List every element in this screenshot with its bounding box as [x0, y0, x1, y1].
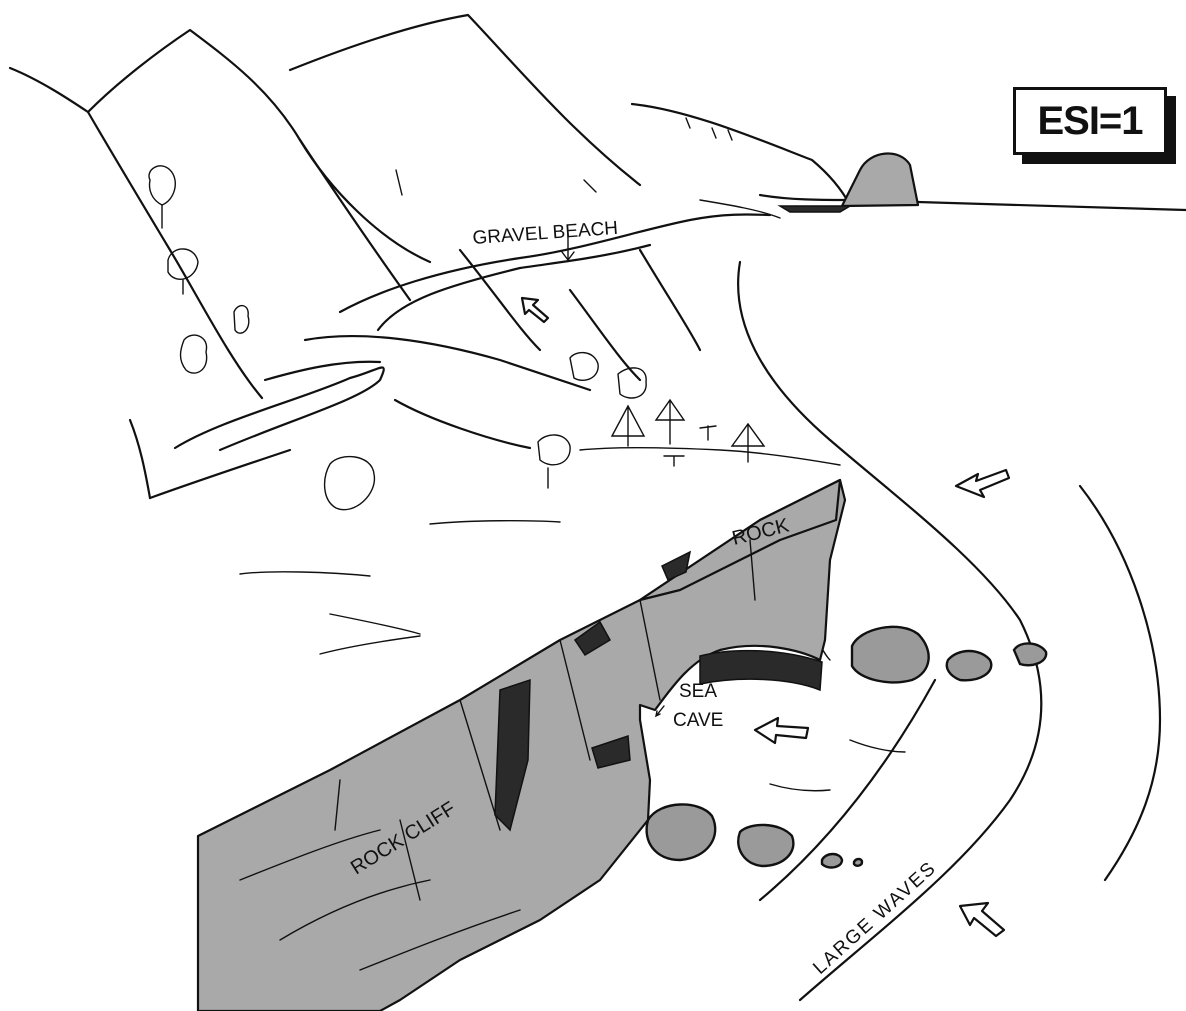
wave-arrow-3 [958, 901, 1006, 938]
campground [610, 398, 766, 467]
label-large-waves: LARGE WAVES [809, 857, 941, 978]
label-sea: SEA [679, 681, 717, 702]
boulders [645, 625, 1048, 869]
label-gravel-beach: GRAVEL BEACH [472, 218, 619, 249]
wave-arrow-1 [954, 468, 1011, 499]
wave-arrow-4 [520, 296, 550, 324]
roads-terraces [128, 213, 841, 655]
offshore-rock [777, 152, 920, 213]
esi-badge-text: ESI=1 [1037, 98, 1143, 143]
label-cave: CAVE [673, 710, 723, 731]
wave-arrows [520, 296, 1011, 938]
hills [8, 13, 1186, 400]
esi-badge: ESI=1 [1013, 87, 1167, 155]
rock-cliff [196, 478, 847, 1011]
wave-arrow-2 [753, 716, 810, 745]
wave-lines [458, 248, 1162, 1002]
hill-trees [148, 117, 733, 511]
